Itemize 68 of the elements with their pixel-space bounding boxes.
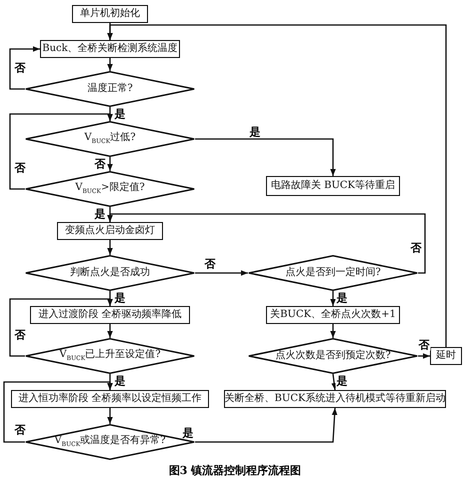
arrow bbox=[331, 374, 337, 390]
edge-label: 否 bbox=[410, 242, 422, 254]
process-box bbox=[266, 176, 400, 196]
edge-label: 否 bbox=[14, 424, 26, 436]
arrow bbox=[330, 324, 336, 338]
node-text: V$_{BUCK}$已上升至设定值? bbox=[59, 350, 161, 362]
edge-label: 否 bbox=[204, 258, 216, 270]
edge-label: 是 bbox=[94, 208, 106, 220]
node-text: V$_{BUCK}$>限定值? bbox=[75, 183, 145, 195]
arrow bbox=[107, 240, 113, 255]
decision-diamond bbox=[25, 71, 195, 107]
node-text: 单片机初始化 bbox=[80, 9, 140, 19]
edge-label: 是 bbox=[114, 376, 126, 386]
process-box bbox=[57, 222, 163, 240]
arrow bbox=[9, 113, 113, 190]
edge-label: 是 bbox=[114, 108, 126, 120]
decision-diamond bbox=[248, 255, 418, 291]
arrow bbox=[107, 157, 113, 171]
edge-label: 否 bbox=[14, 62, 26, 74]
node-text: 电路故障关 BUCK等待重启 bbox=[270, 181, 396, 191]
node-text: 点火是否到一定时间? bbox=[285, 268, 381, 278]
caption: 图3 镇流器控制程序流程图 bbox=[168, 463, 302, 478]
process-box bbox=[40, 40, 180, 58]
arrow bbox=[195, 138, 336, 176]
arrow bbox=[195, 408, 338, 443]
arrow bbox=[9, 46, 40, 90]
edge-label: 是 bbox=[336, 292, 348, 304]
node-text: Buck、全桥关断检测系统温度 bbox=[42, 44, 178, 54]
process-box bbox=[266, 306, 400, 324]
decision-diamond bbox=[25, 121, 195, 157]
arrow bbox=[418, 353, 430, 359]
process-box bbox=[430, 347, 462, 365]
arrow bbox=[3, 381, 113, 443]
decision-diamond bbox=[25, 338, 195, 374]
node-text: 点火次数是否到预定次数? bbox=[275, 351, 391, 361]
decision-diamond bbox=[248, 338, 418, 374]
arrow bbox=[195, 270, 248, 276]
edge-label: 是 bbox=[182, 428, 194, 438]
arrow bbox=[330, 291, 336, 306]
node-text: 进入恒功率阶段 全桥频率以设定恒频工作 bbox=[18, 394, 202, 404]
edge-label: 否 bbox=[418, 340, 430, 350]
edge-label: 否 bbox=[94, 158, 106, 170]
node-text: 延时 bbox=[436, 351, 456, 361]
arrow bbox=[107, 24, 447, 347]
process-box bbox=[224, 390, 446, 408]
edge-label: 是 bbox=[248, 126, 262, 138]
decision-diamond bbox=[25, 171, 195, 207]
arrow bbox=[9, 298, 113, 357]
edge-label: 否 bbox=[14, 162, 26, 174]
node-text: 进入过渡阶段 全桥驱动频率降低 bbox=[38, 310, 182, 320]
node-text: 温度正常? bbox=[87, 84, 133, 94]
node-text: 关断全桥、BUCK系统进入待机模式等待重新启动 bbox=[224, 394, 446, 404]
arrow bbox=[107, 58, 113, 71]
edge-label: 是 bbox=[114, 292, 126, 304]
process-box bbox=[11, 390, 209, 408]
process-box bbox=[72, 5, 148, 23]
process-box bbox=[30, 306, 190, 324]
node-text: 关BUCK、全桥点火次数+1 bbox=[270, 310, 396, 320]
decision-diamond bbox=[25, 255, 195, 291]
node-text: V$_{BUCK}$过低? bbox=[84, 133, 136, 145]
node-text: 判断点火是否成功 bbox=[70, 268, 150, 278]
arrow bbox=[107, 408, 113, 424]
arrow bbox=[107, 213, 426, 274]
arrow bbox=[107, 324, 113, 338]
edge-label: 是 bbox=[336, 376, 348, 386]
decision-diamond bbox=[25, 424, 195, 460]
node-text: 变频点火启动金卤灯 bbox=[65, 226, 155, 236]
edge-label: 否 bbox=[14, 330, 26, 340]
